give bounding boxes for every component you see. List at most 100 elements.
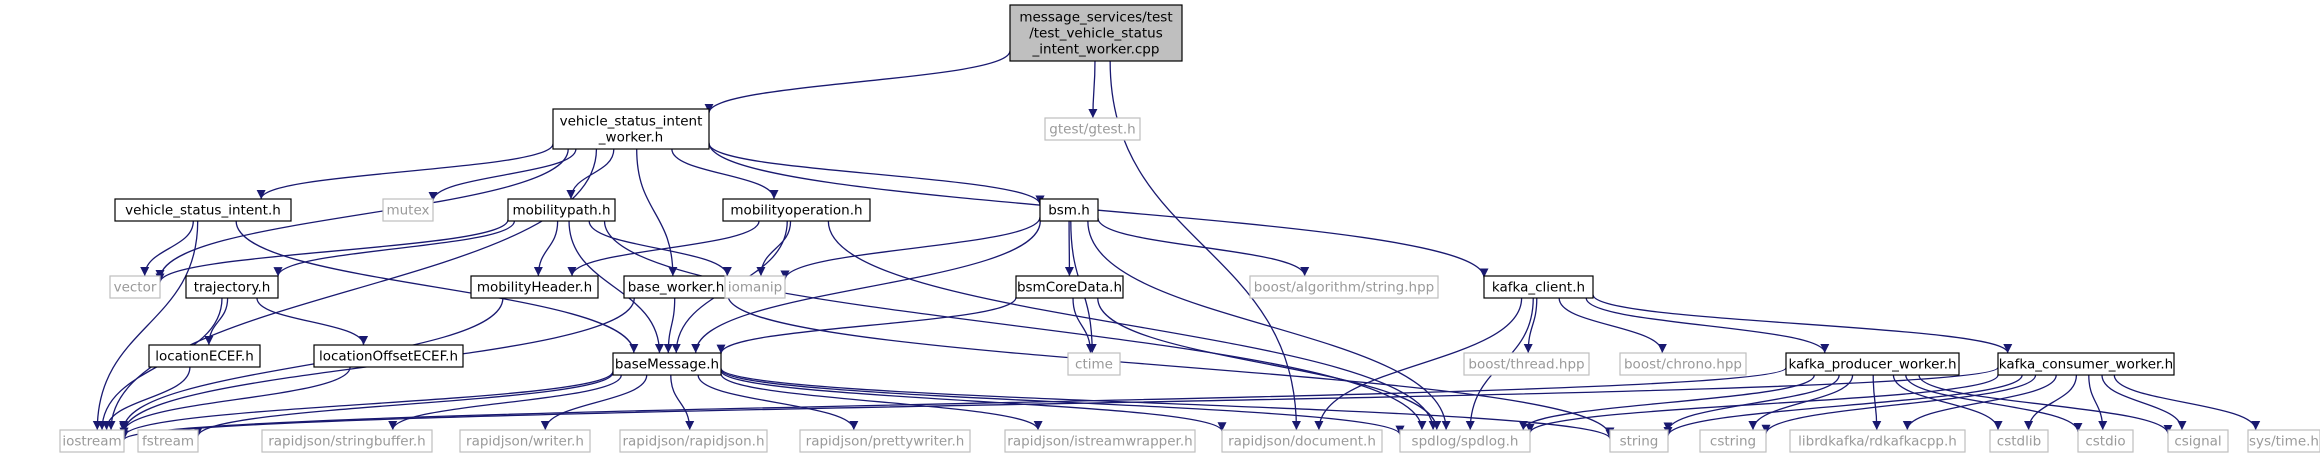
- node-box-cstdio: [2077, 429, 2134, 453]
- edge-kcons-to-iostream: [119, 366, 1999, 441]
- node-label-traj-0: trajectory.h: [194, 279, 271, 295]
- node-label-basemsg-0: baseMessage.h: [615, 356, 719, 372]
- edge-bsmcore-to-spdlog: [1097, 297, 1442, 431]
- node-box-rjisw: [1004, 429, 1196, 453]
- node-rjsb: rapidjson/stringbuffer.h: [261, 429, 433, 453]
- edge-vsi-to-vector: [140, 220, 194, 277]
- node-bworker[interactable]: base_worker.h: [623, 275, 729, 299]
- node-rdkafka: librdkafka/rdkafkacpp.h: [1789, 429, 1966, 453]
- edge-basemsg-to-iostream: [119, 370, 614, 437]
- edge-bworker-to-basemsg: [663, 297, 676, 354]
- edge-vsiw-to-bworker: [636, 148, 678, 277]
- node-label-gtest-0: gtest/gtest.h: [1049, 121, 1135, 137]
- node-box-locecef: [148, 344, 261, 368]
- edge-locoff-to-iostream: [119, 366, 351, 432]
- edge-mop-to-mheader: [567, 220, 760, 277]
- node-label-rjw-0: rapidjson/writer.h: [466, 433, 584, 449]
- edge-vsiw-to-vector: [155, 148, 569, 280]
- node-box-root: [1009, 4, 1183, 62]
- node-box-cstring: [1699, 429, 1767, 453]
- node-locecef[interactable]: locationECEF.h: [148, 344, 261, 368]
- node-box-boostchrono: [1619, 352, 1747, 376]
- node-box-traj: [185, 275, 279, 299]
- node-box-systime: [2247, 429, 2320, 453]
- node-mpath[interactable]: mobilitypath.h: [507, 198, 616, 222]
- node-label-systime-0: sys/time.h: [2249, 433, 2319, 449]
- edge-kprod-to-spdlog: [1518, 374, 1815, 431]
- node-label-bsmcore-0: bsmCoreData.h: [1017, 279, 1122, 295]
- node-label-mpath-0: mobilitypath.h: [512, 202, 610, 218]
- node-layer: message_services/test/test_vehicle_statu…: [59, 4, 2320, 453]
- node-box-boostalg: [1249, 275, 1439, 299]
- node-root[interactable]: message_services/test/test_vehicle_statu…: [1009, 4, 1183, 62]
- edge-kcons-to-spdlog: [1525, 374, 1999, 434]
- node-boostchrono: boost/chrono.hpp: [1619, 352, 1747, 376]
- node-box-kprod: [1785, 352, 1960, 376]
- node-cstdio: cstdio: [2077, 429, 2134, 453]
- node-box-mpath: [507, 198, 616, 222]
- node-box-rjr: [619, 429, 768, 453]
- node-label-locoff-0: locationOffsetECEF.h: [319, 348, 458, 364]
- node-locoff[interactable]: locationOffsetECEF.h: [313, 344, 464, 368]
- node-bsm[interactable]: bsm.h: [1039, 198, 1099, 222]
- node-vector: vector: [109, 275, 161, 299]
- node-traj[interactable]: trajectory.h: [185, 275, 279, 299]
- node-vsi[interactable]: vehicle_status_intent.h: [114, 198, 292, 222]
- node-label-root-2: _intent_worker.cpp: [1032, 41, 1160, 57]
- node-label-mheader-0: mobilityHeader.h: [477, 279, 592, 295]
- node-label-rjdoc-0: rapidjson/document.h: [1228, 433, 1376, 449]
- node-basemsg[interactable]: baseMessage.h: [612, 352, 722, 376]
- node-kclient[interactable]: kafka_client.h: [1483, 275, 1594, 299]
- node-box-gtest: [1044, 117, 1141, 141]
- edge-vsi-to-basemsg: [235, 220, 639, 354]
- edge-mpath-to-traj: [273, 220, 516, 277]
- edge-kprod-to-iostream: [119, 367, 1787, 441]
- node-box-ctime: [1067, 352, 1121, 376]
- node-box-spdlog: [1399, 429, 1531, 453]
- edge-bsm-to-iomanip: [780, 216, 1041, 280]
- edge-layer: [92, 50, 2261, 441]
- node-label-rjpw-0: rapidjson/prettywriter.h: [806, 433, 965, 449]
- node-label-ctime-0: ctime: [1075, 356, 1113, 372]
- node-vsiw[interactable]: vehicle_status_intent_worker.h: [552, 108, 710, 150]
- node-bsmcore[interactable]: bsmCoreData.h: [1015, 275, 1124, 299]
- node-mheader[interactable]: mobilityHeader.h: [470, 275, 599, 299]
- node-label-iomanip-0: iomanip: [728, 279, 782, 295]
- edge-mpath-to-iomanip: [588, 220, 732, 277]
- edge-vsiw-to-mutex: [428, 148, 577, 202]
- edge-basemsg-to-rjr: [670, 374, 695, 431]
- node-box-mutex: [382, 198, 434, 222]
- edge-basemsg-to-rjw: [540, 374, 648, 431]
- edge-traj-to-locoff: [256, 297, 369, 346]
- edge-bsmcore-to-basemsg: [716, 296, 1017, 354]
- node-ctime: ctime: [1067, 352, 1121, 376]
- node-label-mutex-0: mutex: [386, 202, 429, 218]
- edge-mheader-to-iostream: [119, 297, 504, 431]
- node-kcons[interactable]: kafka_consumer_worker.h: [1997, 352, 2175, 376]
- node-kprod[interactable]: kafka_producer_worker.h: [1785, 352, 1960, 376]
- edge-kcons-to-systime: [2113, 374, 2261, 431]
- node-box-vector: [109, 275, 161, 299]
- edge-vsiw-to-mop: [671, 148, 779, 200]
- node-label-rjisw-0: rapidjson/istreamwrapper.h: [1007, 433, 1192, 449]
- node-box-iomanip: [724, 275, 786, 299]
- edge-kclient-to-kcons: [1592, 294, 2013, 354]
- node-box-cstdlib: [1989, 429, 2049, 453]
- node-mop[interactable]: mobilityoperation.h: [722, 198, 871, 222]
- node-label-kcons-0: kafka_consumer_worker.h: [1999, 356, 2173, 372]
- node-cstdlib: cstdlib: [1989, 429, 2049, 453]
- node-rjpw: rapidjson/prettywriter.h: [799, 429, 971, 453]
- edge-kprod-to-csignal: [1918, 374, 2173, 435]
- node-label-kprod-0: kafka_producer_worker.h: [1788, 356, 1956, 372]
- node-label-vsiw-0: vehicle_status_intent: [560, 113, 703, 129]
- node-box-vsi: [114, 198, 292, 222]
- node-gtest: gtest/gtest.h: [1044, 117, 1141, 141]
- edge-vsiw-to-bsm: [708, 143, 1045, 205]
- node-label-cstdio-0: cstdio: [2085, 433, 2125, 449]
- node-box-mop: [722, 198, 871, 222]
- node-iostream: iostream: [59, 429, 125, 453]
- node-box-basemsg: [612, 352, 722, 376]
- edge-basemsg-to-string: [720, 367, 1615, 440]
- node-box-vsiw: [552, 108, 710, 150]
